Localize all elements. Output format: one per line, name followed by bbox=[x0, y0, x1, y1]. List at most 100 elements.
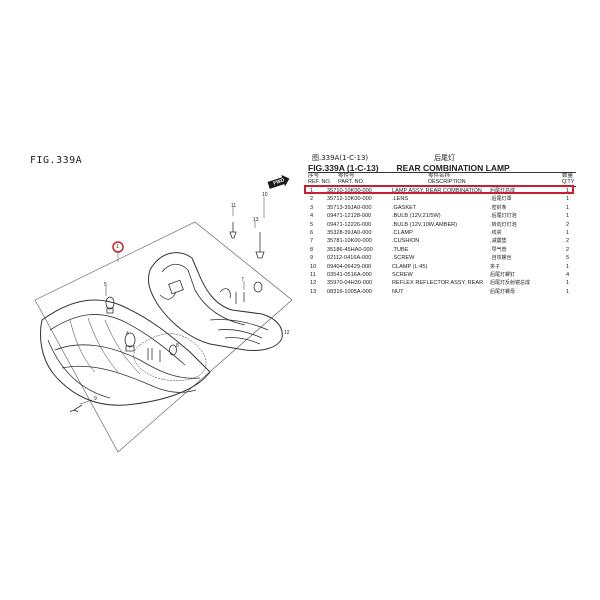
quantity: 1 bbox=[566, 204, 570, 211]
figure-code: FIG.339A (1-C-13) bbox=[308, 163, 379, 173]
table-row[interactable]: 5 09471-12226-000 .BULB (12V,10W,AMBER) .转向… bbox=[308, 221, 576, 229]
ref-number: 11 bbox=[310, 271, 316, 278]
ref-number: 2 bbox=[310, 196, 314, 203]
quantity: 1 bbox=[566, 263, 570, 270]
quantity: 1 bbox=[566, 188, 570, 194]
part-description: SCREW bbox=[392, 271, 413, 278]
part-description: .SCREW bbox=[392, 255, 415, 262]
column-qty: Q'TY bbox=[562, 179, 575, 185]
figure-label: FIG.339A bbox=[30, 155, 83, 166]
column-part-cn: 零件号 bbox=[338, 173, 355, 179]
part-description-cn: 后尾灯螺母 bbox=[490, 288, 516, 295]
part-description: .LENS bbox=[392, 196, 409, 203]
part-number: 09404-06429-000 bbox=[327, 263, 372, 270]
ref-number: 13 bbox=[310, 288, 317, 295]
part-description-cn: .线夹 bbox=[490, 229, 502, 236]
column-ref: REF. NO. bbox=[308, 179, 332, 185]
callout-13: 13 bbox=[253, 217, 259, 223]
part-number: 03541-0516A-000 bbox=[327, 271, 372, 278]
ref-number: 8 bbox=[310, 246, 314, 253]
quantity: 1 bbox=[566, 288, 570, 295]
column-desc: DESCRIPTION bbox=[428, 179, 466, 185]
callout-7: 7 bbox=[241, 277, 244, 283]
header-chinese: 图.339A(1-C-13) 后尾灯 bbox=[312, 153, 577, 163]
quantity: 1 bbox=[566, 229, 570, 236]
part-number: 35970-04H30-000 bbox=[327, 280, 373, 287]
part-number: 09471-12226-000 bbox=[327, 221, 372, 228]
quantity: 4 bbox=[566, 271, 570, 278]
callout-8: 8 bbox=[176, 343, 179, 349]
callout-circle-1 bbox=[112, 241, 124, 253]
part-description: .BULB (12V,21/5W) bbox=[392, 213, 441, 220]
part-description: NUT bbox=[392, 288, 404, 295]
part-description-cn: .导气管 bbox=[490, 246, 507, 253]
part-description-cn: .后尾灯灯泡 bbox=[490, 213, 517, 220]
highlight-box bbox=[304, 185, 574, 194]
part-description: REFLEX REFLECTOR ASSY, REAR bbox=[392, 280, 484, 287]
column-header-qty: 数量 Q'TY bbox=[562, 173, 574, 185]
column-header-part: 零件号 PART. NO. bbox=[338, 173, 364, 185]
callout-10: 10 bbox=[262, 192, 268, 198]
ref-number: 10 bbox=[310, 263, 317, 270]
figure-code-cn: 图.339A(1-C-13) bbox=[312, 154, 369, 162]
callout-11: 11 bbox=[231, 203, 237, 209]
part-description-cn: 后尾灯反射镜总成 bbox=[490, 280, 531, 287]
quantity: 1 bbox=[566, 213, 570, 220]
part-description-cn: .自攻螺丝 bbox=[490, 255, 512, 262]
part-number: 08316-1005A-000 bbox=[327, 288, 372, 295]
quantity: 2 bbox=[566, 238, 570, 245]
table-row[interactable]: 2 35712-10K00-000 .LENS .后尾灯罩 1 bbox=[308, 195, 576, 203]
column-header-desc: 零件名称 DESCRIPTION bbox=[428, 173, 466, 185]
ref-number: 5 bbox=[310, 221, 314, 228]
callout-5: 5 bbox=[104, 282, 107, 288]
part-description-cn: .转向灯灯泡 bbox=[490, 221, 517, 228]
table-row[interactable]: 1 35710-10K00-000 LAMP ASSY, REAR COMBINAT… bbox=[308, 187, 576, 195]
quantity: 1 bbox=[566, 196, 570, 203]
column-ref-cn: 序号 bbox=[308, 173, 320, 179]
table-row[interactable]: 8 35186-45HA0-000 .TUBE .导气管 2 bbox=[308, 246, 576, 254]
callout-12: 12 bbox=[284, 330, 290, 336]
part-description: .CUSHION bbox=[392, 238, 420, 245]
part-description: .GASKET bbox=[392, 204, 417, 211]
part-number: 35781-10K00-000 bbox=[327, 238, 372, 245]
quantity: 5 bbox=[566, 255, 570, 262]
column-qty-cn: 数量 bbox=[562, 173, 574, 179]
column-desc-cn: 零件名称 bbox=[428, 173, 451, 179]
part-description-cn: .后尾灯罩 bbox=[490, 196, 512, 203]
quantity: 2 bbox=[566, 246, 570, 253]
callout-1: 1 bbox=[116, 244, 119, 250]
parts-list: 1 35710-10K00-000 LAMP ASSY, REAR COMBINAT… bbox=[308, 187, 576, 296]
callout-9: 9 bbox=[94, 396, 97, 402]
ref-number: 7 bbox=[310, 238, 314, 245]
ref-number: 12 bbox=[310, 280, 317, 287]
part-number: 02112-0416A-000 bbox=[327, 255, 372, 262]
ref-number: 1 bbox=[310, 188, 314, 194]
ref-number: 4 bbox=[310, 213, 314, 220]
part-number: 35710-10K00-000 bbox=[327, 188, 372, 194]
table-row[interactable]: 13 08316-1005A-000 NUT 后尾灯螺母 1 bbox=[308, 288, 576, 296]
page-title: REAR COMBINATION LAMP bbox=[396, 163, 510, 173]
part-number: 35186-45HA0-000 bbox=[327, 246, 373, 253]
part-description-cn: .密封条 bbox=[490, 204, 507, 211]
part-description: LAMP ASSY, REAR COMBINATION bbox=[392, 188, 482, 194]
ref-number: 6 bbox=[310, 229, 314, 236]
title-cn: 后尾灯 bbox=[434, 154, 455, 162]
table-row[interactable]: 12 35970-04H30-000 REFLEX REFLECTOR ASSY, … bbox=[308, 279, 576, 287]
column-part: PART. NO. bbox=[338, 179, 365, 185]
part-number: 35712-10K00-000 bbox=[327, 196, 372, 203]
table-top-rule bbox=[308, 172, 576, 173]
part-description: CLAMP (L:45) bbox=[392, 263, 428, 270]
part-description: .TUBE bbox=[392, 246, 409, 253]
quantity: 2 bbox=[566, 221, 570, 228]
ref-number: 3 bbox=[310, 204, 314, 211]
part-description: .BULB (12V,10W,AMBER) bbox=[392, 221, 458, 228]
quantity: 1 bbox=[566, 280, 570, 287]
